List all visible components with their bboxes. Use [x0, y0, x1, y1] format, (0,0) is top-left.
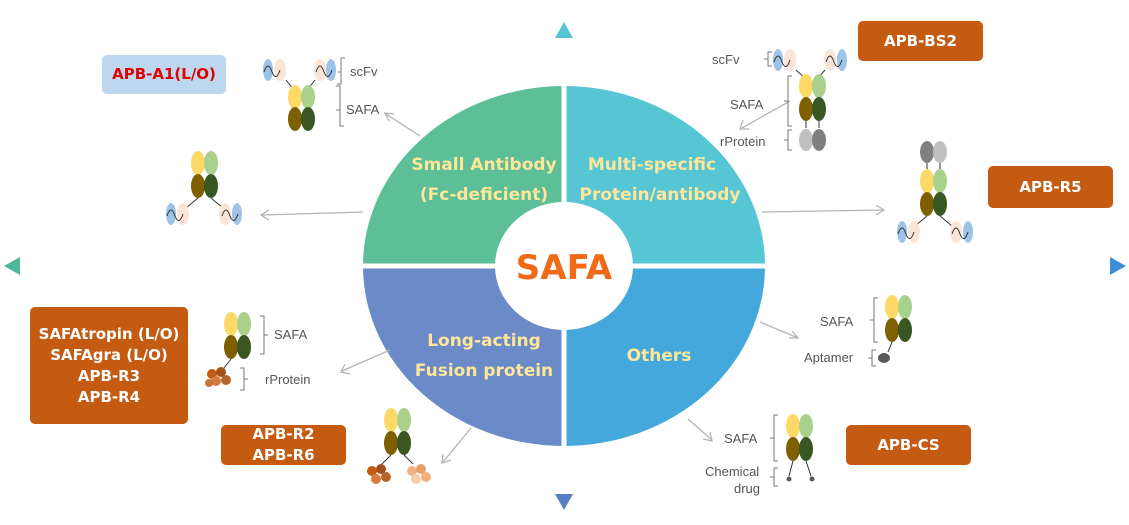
molecule-bispecific-top-right [764, 49, 847, 151]
tag-apb-r5-line-1: APB-R5 [1019, 177, 1082, 196]
tag-left-group: SAFAtropin (L/O) SAFAgra (L/O) APB-R3 AP… [30, 307, 188, 424]
label-drug: drug [734, 481, 760, 496]
quadrant-title-bottom-left-1: Long-acting [427, 331, 541, 351]
center-circle [495, 202, 633, 330]
tag-apb-r2-r6-line-1: APB-R2 [252, 425, 315, 443]
quadrant-title-bottom-left-2: Fusion protein [415, 361, 553, 381]
tag-apb-bs2: APB-BS2 [858, 21, 983, 61]
molecule-safa-aptamer [868, 295, 912, 367]
label-chemical: Chemical [705, 464, 759, 479]
tag-left-group-line-2: SAFAgra (L/O) [50, 345, 168, 364]
label-scfv-1: scFv [350, 64, 378, 79]
label-safa-2: SAFA [730, 97, 764, 112]
label-safa-1: SAFA [346, 102, 380, 117]
tag-apb-cs: APB-CS [846, 425, 971, 465]
label-safa-4: SAFA [820, 314, 854, 329]
quadrant-title-top-left-1: Small Antibody [411, 155, 556, 175]
tag-left-group-line-1: SAFAtropin (L/O) [38, 324, 180, 343]
molecule-safa-dual-rprotein-bottom [367, 408, 431, 484]
quadrant-bottom-right [564, 266, 765, 446]
molecule-safa-scfv-left [166, 151, 242, 225]
molecule-multispecific-right [897, 141, 973, 243]
label-safa-5: SAFA [724, 431, 758, 446]
quadrant-bottom-left [363, 266, 564, 446]
tag-left-group-line-4: APB-R4 [77, 387, 141, 406]
molecule-scfv-safa-top-left [263, 57, 345, 131]
label-aptamer: Aptamer [804, 350, 854, 365]
tag-apb-bs2-line-1: APB-BS2 [884, 31, 957, 50]
tag-apb-r2-r6-line-2: APB-R6 [252, 446, 315, 464]
label-scfv-2: scFv [712, 52, 740, 67]
center-label: SAFA [516, 248, 613, 288]
tag-apb-a1: APB-A1(L/O) [102, 55, 226, 94]
quadrant-title-top-right-1: Multi-specific [588, 155, 716, 175]
tag-apb-a1-line-1: APB-A1(L/O) [112, 65, 216, 83]
quadrant-top-left [363, 86, 564, 266]
label-rprotein-2: rProtein [265, 372, 311, 387]
tag-left-group-line-3: APB-R3 [77, 366, 141, 385]
label-safa-3: SAFA [274, 327, 308, 342]
tag-apb-r5: APB-R5 [988, 166, 1113, 208]
tag-apb-r2-r6: APB-R2 APB-R6 [221, 425, 346, 465]
tag-apb-cs-line-1: APB-CS [877, 435, 940, 454]
connector-arrows [259, 100, 886, 464]
quadrant-top-right [564, 86, 765, 266]
quadrant-title-bottom-right: Others [627, 346, 692, 366]
quadrant-title-top-left-2: (Fc-deficient) [420, 185, 548, 205]
label-rprotein-1: rProtein [720, 134, 766, 149]
molecule-safa-chemical-drug [770, 414, 815, 487]
quadrant-title-top-right-2: Protein/antibody [580, 185, 741, 205]
molecule-safa-rprotein-bottom-left [205, 312, 268, 391]
